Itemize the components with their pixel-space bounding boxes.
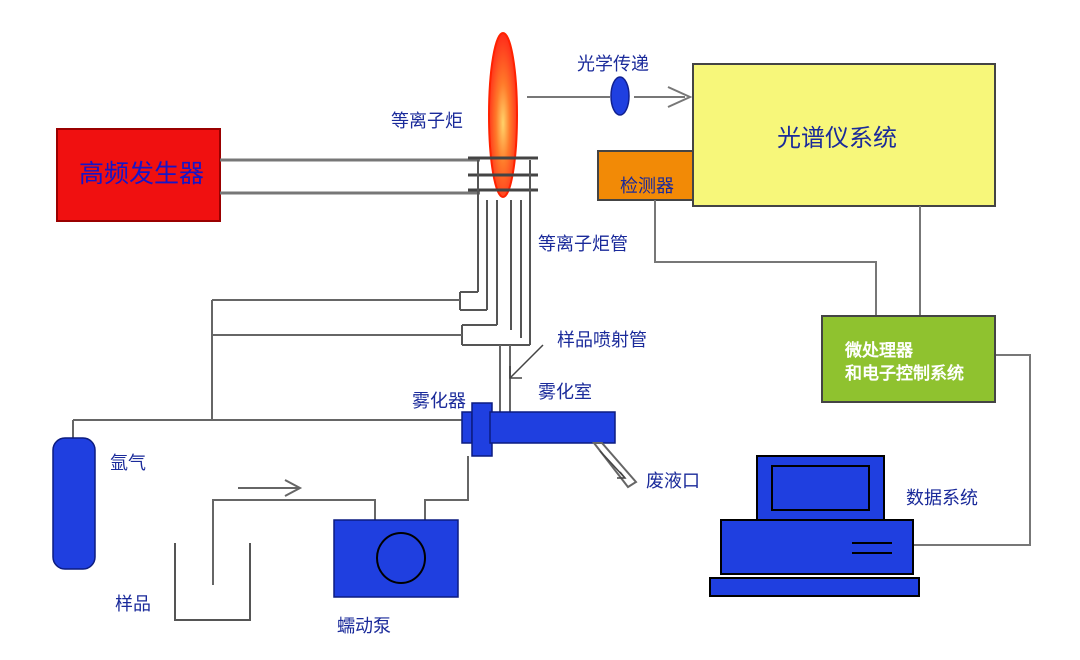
spray-chamber [489, 411, 616, 444]
nebulizer-body [471, 402, 493, 457]
micro-label-line1: 微处理器 [845, 341, 913, 361]
computer-case [720, 519, 914, 575]
waste-outlet [591, 442, 638, 489]
argon-label: 氩气 [110, 453, 146, 474]
optical-lens [610, 76, 630, 116]
sample-beaker [174, 543, 251, 621]
torch-tube [459, 160, 531, 346]
data-system-label: 数据系统 [906, 488, 978, 509]
spectrometer-box [692, 63, 996, 207]
plasma-flame [488, 32, 518, 198]
argon-tank [52, 437, 96, 570]
generator-box [56, 128, 221, 222]
computer-screen [771, 465, 870, 511]
spray-chamber-label: 雾化室 [538, 382, 592, 403]
pump-rotor [376, 532, 426, 584]
computer-keyboard [709, 577, 920, 597]
torch-coil [468, 156, 538, 192]
injector-label: 样品喷射管 [557, 330, 647, 351]
control-lines [654, 200, 1031, 546]
computer-drive-slots [852, 542, 892, 554]
optical-beam [527, 86, 693, 108]
generator-label: 高频发生器 [79, 159, 205, 188]
injector-arrow [509, 344, 544, 379]
sample-uptake-line [212, 456, 469, 585]
generator-cables [220, 158, 480, 195]
injector-tube [499, 345, 511, 412]
spectrometer-label: 光谱仪系统 [777, 124, 897, 152]
waste-arrow [599, 450, 627, 479]
microprocessor-box [821, 315, 996, 403]
argon-gas-lines [72, 299, 468, 440]
detector-label: 检测器 [620, 176, 674, 197]
waste-label: 废液口 [646, 471, 700, 492]
sample-label: 样品 [115, 594, 151, 615]
micro-label-line2: 和电子控制系统 [845, 364, 964, 384]
pump-label: 蠕动泵 [337, 616, 391, 637]
torch-label: 等离子炬 [391, 111, 463, 132]
nebulizer-label: 雾化器 [412, 391, 466, 412]
detector-box [597, 150, 694, 201]
torch-tube-label: 等离子炬管 [538, 234, 628, 255]
optical-label: 光学传递 [577, 54, 649, 75]
nebulizer-tip [461, 411, 473, 444]
